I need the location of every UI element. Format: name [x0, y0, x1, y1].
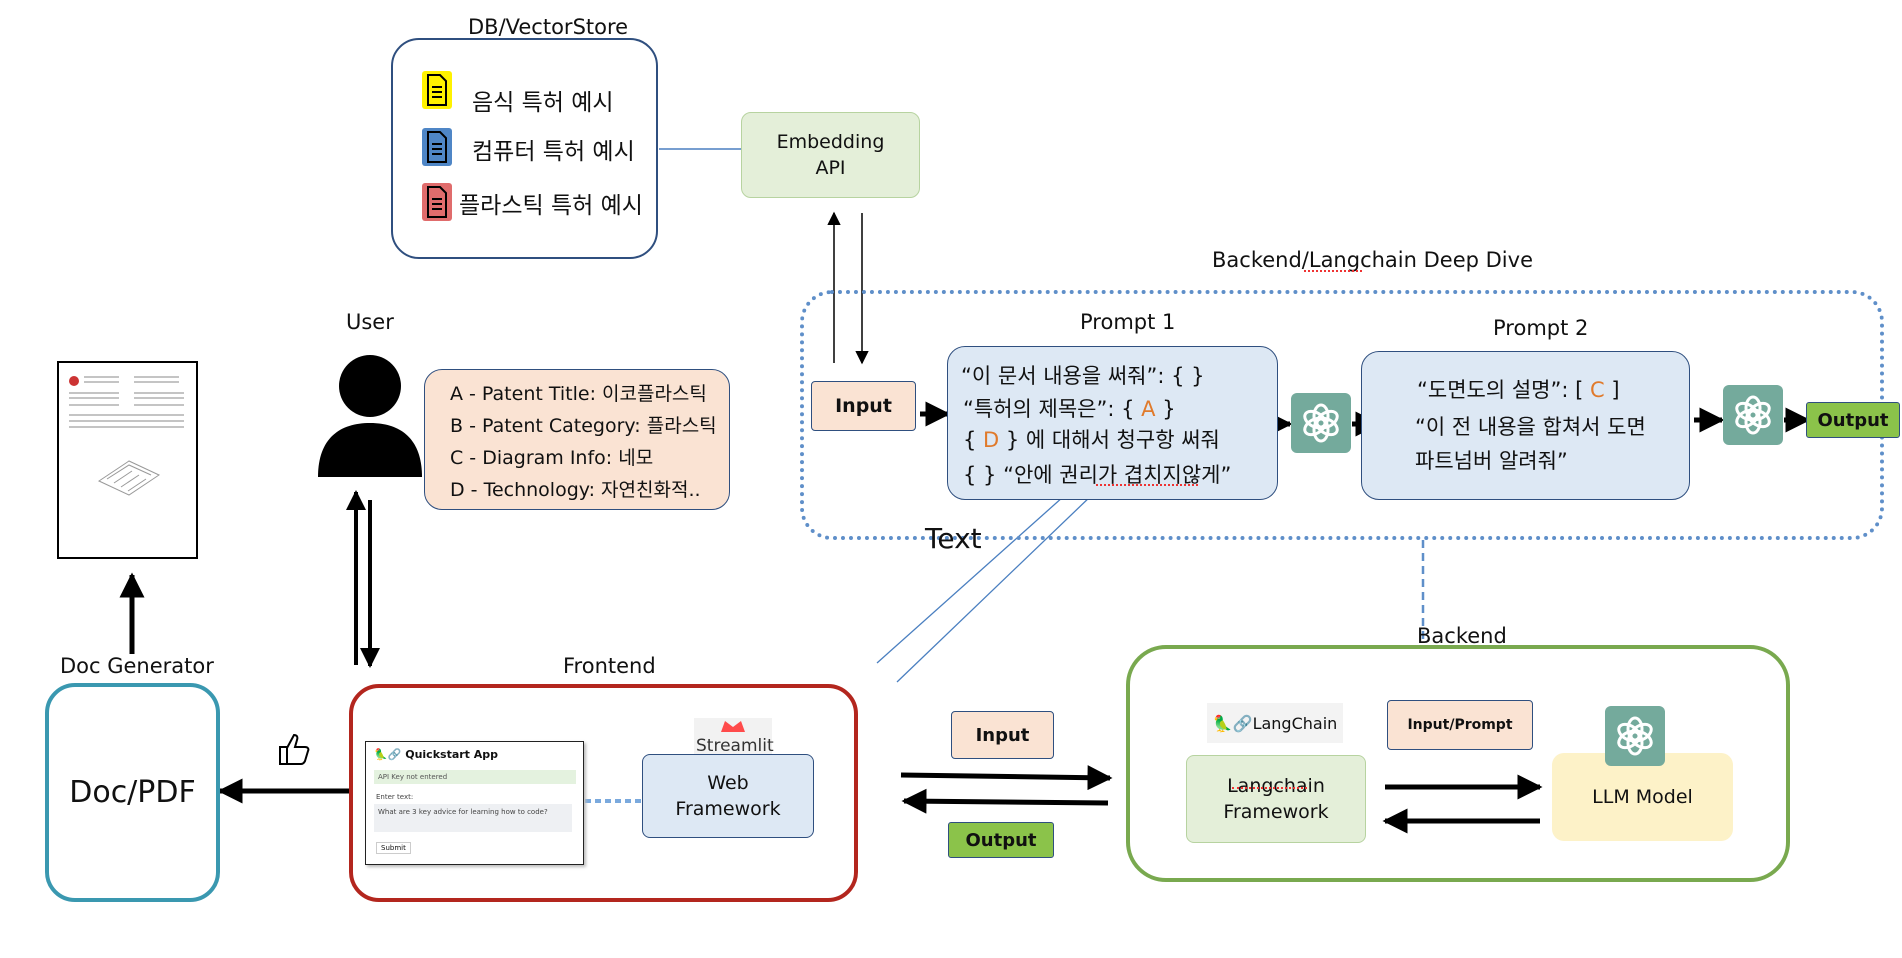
openai-gpt-icon-2: [1723, 385, 1783, 445]
embedding-api-box: Embedding API: [741, 112, 920, 198]
db-item-plastic: 플라스틱 특허 예시: [459, 193, 643, 219]
prompt1-line2: “특허의 제목은”: { A }: [963, 397, 1176, 421]
user-info-technology: D - Technology: 자연친화적..: [450, 479, 701, 501]
frontend-title: Frontend: [563, 654, 656, 678]
transfer-input-box: Input: [951, 711, 1054, 759]
document-yellow-icon: [422, 71, 452, 109]
app-field-label: Enter text:: [376, 793, 414, 801]
backend-title: Backend: [1417, 624, 1507, 648]
deep-dive-output-box: Output: [1806, 402, 1900, 438]
db-item-food: 음식 특허 예시: [472, 90, 614, 116]
prompt2-line2: “이 전 내용을 합쳐서 도면: [1415, 415, 1646, 439]
api-label: API: [815, 157, 846, 179]
backend-box: [1126, 645, 1790, 882]
frontend-box: [349, 684, 858, 902]
user-info-category: B - Patent Category: 플라스틱: [450, 415, 717, 437]
openai-knot-icon: [1617, 716, 1653, 756]
spellcheck-underline: [1304, 270, 1362, 272]
langchain-framework-box: Langchain Framework: [1186, 755, 1366, 843]
openai-knot-icon: [1303, 403, 1339, 443]
prompt1-line4: { } “안에 권리가 겹치지않게”: [963, 463, 1232, 487]
app-submit-button[interactable]: Submit: [376, 842, 411, 854]
db-vectorstore-box: [391, 38, 658, 259]
document-red-icon: [422, 183, 452, 221]
input-prompt-box: Input/Prompt: [1387, 700, 1533, 750]
prompt2-box: [1361, 351, 1690, 500]
prompt2-title: Prompt 2: [1493, 316, 1589, 340]
doc-pdf-box: Doc/PDF: [45, 683, 220, 902]
app-warning: API Key not entered: [374, 770, 576, 784]
llm-openai-icon: [1605, 706, 1665, 766]
streamlit-crown-icon: [721, 721, 745, 732]
prompt1-line3: { D } 에 대해서 청구항 써줘: [963, 428, 1220, 452]
db-item-computer: 컴퓨터 특허 예시: [472, 139, 635, 165]
prompt2-line3: 파트넘버 알려줘”: [1415, 449, 1568, 473]
doc-generator-title: Doc Generator: [60, 654, 214, 678]
spellcheck-underline-3: [1232, 787, 1307, 789]
prompt1-line1: “이 문서 내용을 써줘”: { }: [961, 364, 1205, 388]
user-title: User: [346, 310, 394, 334]
patent-document-thumbnail: [57, 361, 198, 559]
text-diagonal-1: [876, 487, 1074, 664]
llm-model-box: LLM Model: [1552, 753, 1733, 841]
quickstart-app-screenshot: 🦜🔗 Quickstart App API Key not entered En…: [365, 741, 584, 865]
document-page-icon: [69, 376, 184, 496]
web-framework-box: Web Framework: [642, 754, 814, 838]
user-info-title: A - Patent Title: 이코플라스틱: [450, 383, 707, 405]
text-diagonal-2: [896, 493, 1094, 683]
prompt2-line1: “도면도의 설명”: [ C ]: [1417, 378, 1620, 402]
deep-dive-title: Backend/Langchain Deep Dive: [1212, 248, 1533, 272]
openai-gpt-icon: [1291, 393, 1351, 453]
prompt1-title: Prompt 1: [1080, 310, 1176, 334]
user-info-box: [424, 369, 730, 510]
user-info-diagram: C - Diagram Info: 네모: [450, 447, 654, 469]
embedding-label: Embedding: [776, 131, 885, 153]
user-person-icon: [318, 355, 422, 477]
thumbs-up-icon: [279, 733, 310, 765]
spellcheck-underline-2: [1096, 484, 1198, 486]
text-label: Text: [925, 522, 982, 555]
document-blue-icon: [422, 128, 452, 166]
deep-dive-input-box: Input: [811, 381, 916, 431]
frontend-backend-arrow: [900, 765, 1113, 791]
langchain-parrot-icon: 🦜🔗: [1212, 713, 1253, 733]
prompt1-box: [947, 346, 1278, 500]
openai-knot-icon: [1735, 395, 1771, 435]
app-text-area[interactable]: What are 3 key advice for learning how t…: [374, 804, 572, 832]
transfer-output-box: Output: [948, 822, 1054, 858]
langchain-logo: 🦜🔗 LangChain: [1207, 703, 1343, 743]
app-title: 🦜🔗 Quickstart App: [374, 748, 499, 761]
db-title: DB/VectorStore: [468, 15, 629, 39]
backend-frontend-arrow: [901, 788, 1109, 814]
streamlit-logo: Streamlit: [694, 718, 774, 760]
